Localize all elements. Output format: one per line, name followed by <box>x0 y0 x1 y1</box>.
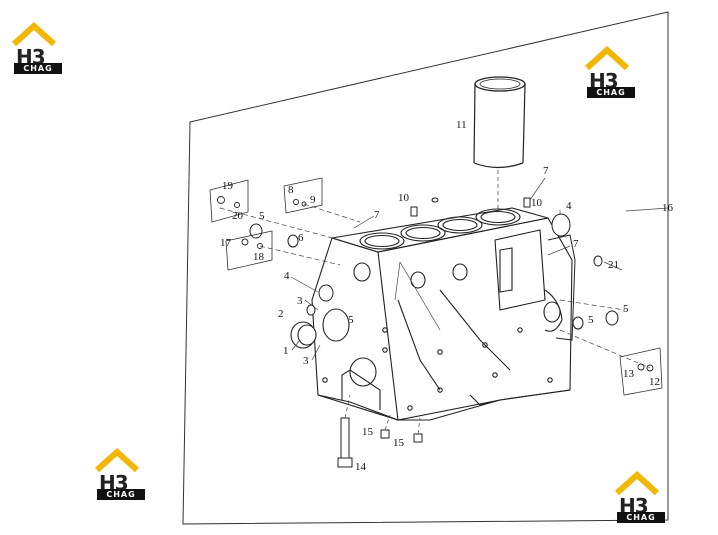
callout-label: 7 <box>573 238 579 250</box>
bracket-groups <box>209 177 663 396</box>
callout-label: 5 <box>348 314 354 326</box>
callout-label: 7 <box>374 209 380 221</box>
callout-label: 3 <box>297 295 303 307</box>
callout-label: 1 <box>283 345 289 357</box>
callout-label: 7 <box>543 165 549 177</box>
callout-label: 16 <box>662 202 673 214</box>
callout-label: 10 <box>398 192 409 204</box>
leader-lines <box>219 177 669 435</box>
callout-label: 6 <box>298 232 304 244</box>
callout-label: 8 <box>288 184 294 196</box>
logo-sub: CHAG <box>14 63 62 74</box>
bracket-bolts <box>217 196 654 372</box>
logo-roof-icon <box>11 22 57 47</box>
front-plug <box>290 321 317 349</box>
bolt <box>337 417 353 468</box>
cylinder-liner <box>473 76 526 210</box>
callout-label: 11 <box>456 119 467 131</box>
callout-label: 5 <box>259 210 265 222</box>
callout-label: 3 <box>303 355 309 367</box>
callout-label: 13 <box>623 368 634 380</box>
brand-logo: H3 CHAG <box>583 46 639 98</box>
logo-sub: CHAG <box>97 489 145 500</box>
seal-rings <box>287 234 603 316</box>
callout-label: 20 <box>232 210 243 222</box>
callout-label: 4 <box>284 270 290 282</box>
callout-label: 5 <box>588 314 594 326</box>
logo-sub: CHAG <box>587 87 635 98</box>
callout-label: 4 <box>566 200 572 212</box>
callout-label: 15 <box>393 437 404 449</box>
callout-label: 2 <box>278 308 284 320</box>
callout-label: 9 <box>310 194 316 206</box>
brand-logo: H3 CHAG <box>10 22 66 74</box>
logo-roof-icon <box>614 471 660 496</box>
expansion-plugs <box>249 213 619 330</box>
engine-block <box>311 207 573 421</box>
dowel-pins <box>410 197 531 217</box>
callout-label: 21 <box>608 259 619 271</box>
logo-sub: CHAG <box>617 512 665 523</box>
callout-label: 14 <box>355 461 366 473</box>
callout-label: 15 <box>362 426 373 438</box>
callout-label: 10 <box>531 197 542 209</box>
rear-plate <box>547 234 576 341</box>
logo-roof-icon <box>584 46 630 71</box>
brand-logo: H3 CHAG <box>613 471 669 523</box>
callout-label: 18 <box>253 251 264 263</box>
callout-label: 5 <box>623 303 629 315</box>
callout-label: 12 <box>649 376 660 388</box>
brand-logo: H3 CHAG <box>93 448 149 500</box>
assembly-plane <box>182 11 669 525</box>
callout-label: 17 <box>220 237 231 249</box>
logo-roof-icon <box>94 448 140 473</box>
callout-label: 19 <box>222 180 233 192</box>
